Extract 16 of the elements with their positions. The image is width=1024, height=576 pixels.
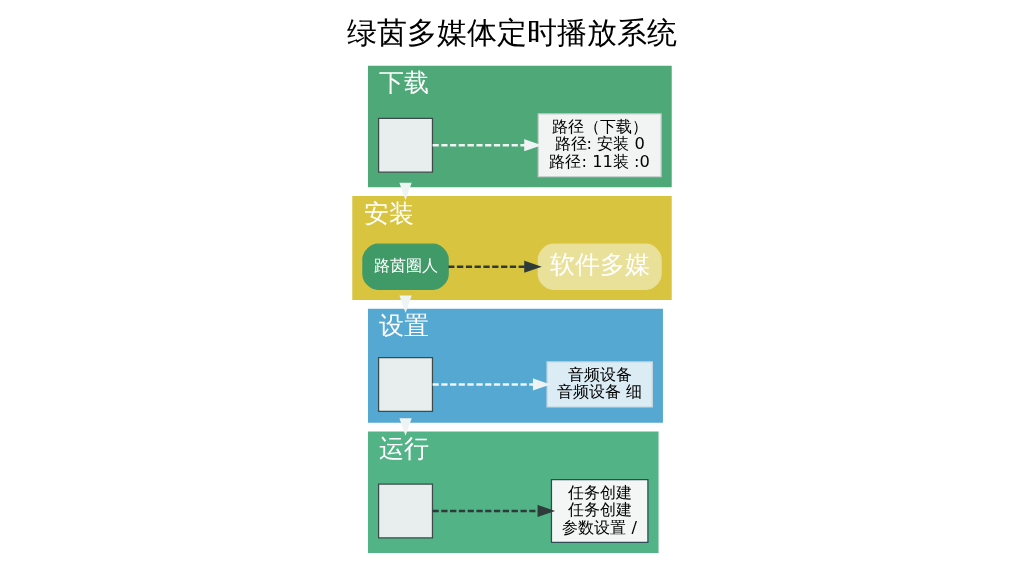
arrow: [432, 504, 556, 518]
node-box: 路茵圈人: [362, 243, 449, 290]
arrow: [448, 260, 542, 273]
arrow: [399, 182, 412, 201]
arrow: [399, 295, 412, 314]
node-box: 软件多媒: [537, 243, 662, 290]
arrow: [432, 139, 542, 152]
node-box: [377, 483, 434, 539]
node-box: 路径（下载） 路径: 安装 0 路径: 11装 :0: [537, 113, 662, 178]
node-box: 任务创建 任务创建 参数设置 /: [550, 479, 649, 543]
node-box: [377, 356, 434, 412]
arrow: [399, 418, 412, 436]
node-box: 音频设备 音频设备 细: [546, 361, 653, 408]
arrow: [432, 378, 551, 391]
node-box: [377, 117, 434, 173]
diagram-title: 绿茵多媒体定时播放系统: [347, 14, 677, 50]
